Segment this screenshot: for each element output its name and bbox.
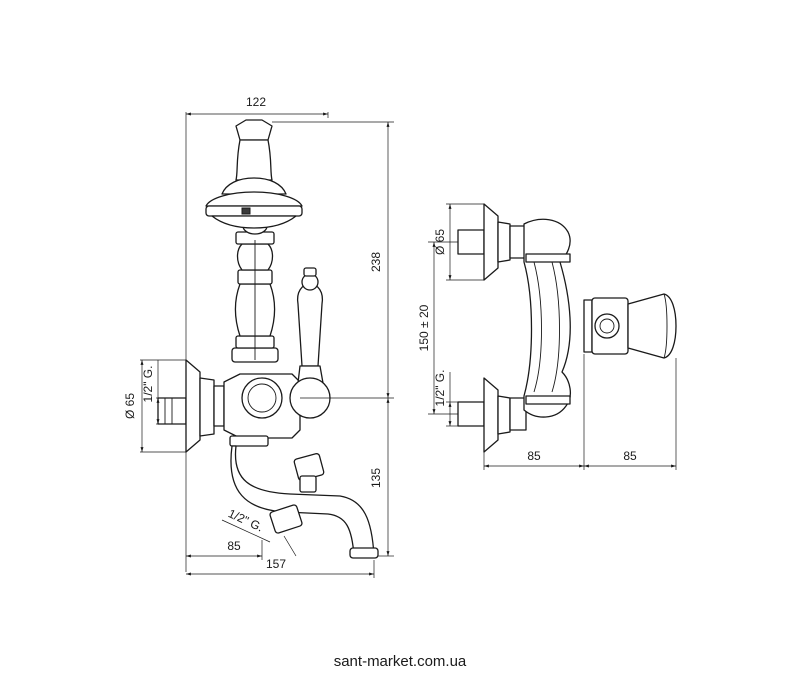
dim-thread-front-outlet: 1/2" G. bbox=[226, 506, 265, 534]
front-wall-inlet bbox=[157, 359, 225, 453]
dim-135: 135 bbox=[369, 468, 383, 488]
front-dimension-lines bbox=[140, 112, 394, 578]
dim-85-side-left: 85 bbox=[527, 449, 541, 463]
side-top-inlet bbox=[457, 203, 527, 281]
front-spout bbox=[230, 445, 379, 559]
side-mixer-body bbox=[523, 218, 677, 418]
dim-122: 122 bbox=[246, 95, 266, 109]
side-dimension-lines bbox=[428, 203, 677, 470]
dim-85-side-right: 85 bbox=[623, 449, 637, 463]
dim-dia-65-side: Ø 65 bbox=[433, 229, 447, 255]
dim-238: 238 bbox=[369, 252, 383, 272]
watermark: sant-market.com.ua bbox=[334, 653, 467, 670]
dim-85-front: 85 bbox=[227, 539, 241, 553]
front-view: 122 238 135 Ø 65 1/2" G. 1/2" G. 85 157 bbox=[123, 95, 394, 578]
dim-thread-front-inlet: 1/2" G. bbox=[141, 366, 155, 403]
dim-150-pm-20: 150 ± 20 bbox=[417, 304, 431, 351]
dim-157: 157 bbox=[266, 557, 286, 571]
side-bottom-inlet bbox=[457, 377, 527, 453]
front-riser bbox=[231, 217, 279, 363]
front-shower-head bbox=[205, 119, 303, 229]
side-view: Ø 65 150 ± 20 1/2" G. 85 85 bbox=[417, 203, 677, 470]
dim-dia-65-front: Ø 65 bbox=[123, 393, 137, 419]
front-lever-handle bbox=[289, 267, 331, 419]
front-mixer-body bbox=[223, 373, 301, 447]
dim-thread-side: 1/2" G. bbox=[433, 370, 447, 407]
